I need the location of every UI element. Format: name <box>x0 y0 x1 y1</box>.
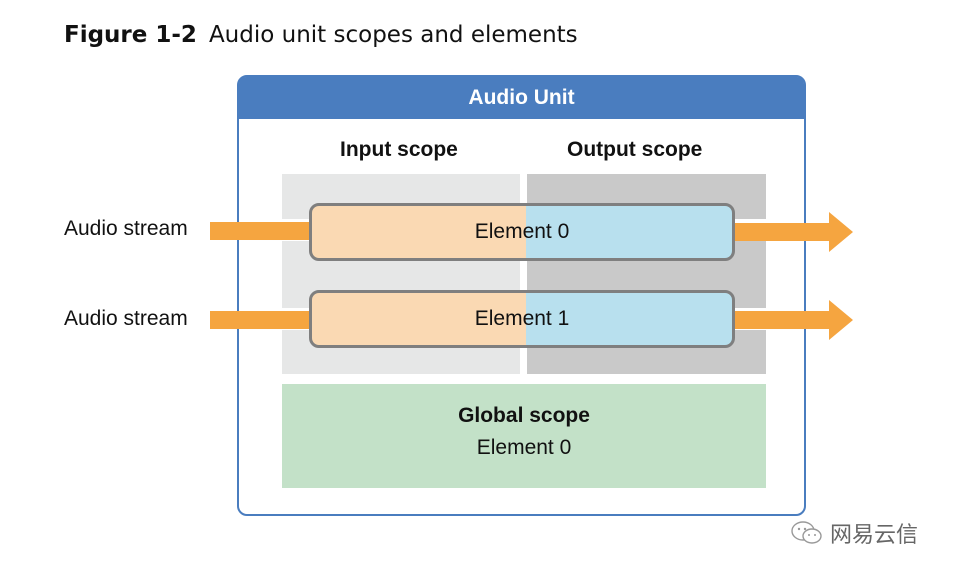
output-stream-arrow-0 <box>735 212 853 252</box>
element-0-label: Element 0 <box>474 220 570 243</box>
global-scope-title: Global scope <box>458 404 590 427</box>
output-stream-arrow-1 <box>735 300 853 340</box>
figure-number: Figure 1-2 <box>64 22 197 48</box>
input-stream-arrow-0 <box>210 222 310 240</box>
figure-title: Audio unit scopes and elements <box>208 22 578 48</box>
audio-stream-label-0: Audio stream <box>64 217 188 240</box>
audio-unit-header: Audio Unit <box>239 77 804 119</box>
output-scope-label: Output scope <box>567 138 703 161</box>
audio-stream-label-1: Audio stream <box>64 307 188 330</box>
global-scope-region: Global scope Element 0 <box>282 384 766 488</box>
wechat-icon <box>791 521 822 544</box>
element-0-box: Element 0 <box>309 203 735 261</box>
element-1-box: Element 1 <box>309 290 735 348</box>
element-1-label: Element 1 <box>474 307 570 330</box>
watermark: 网易云信 <box>790 517 918 549</box>
global-scope-element: Element 0 <box>476 436 572 459</box>
figure-caption: Figure 1-2 Audio unit scopes and elements <box>64 22 578 48</box>
input-stream-arrow-1 <box>210 311 310 329</box>
input-scope-label: Input scope <box>340 138 458 161</box>
watermark-text: 网易云信 <box>830 523 919 548</box>
